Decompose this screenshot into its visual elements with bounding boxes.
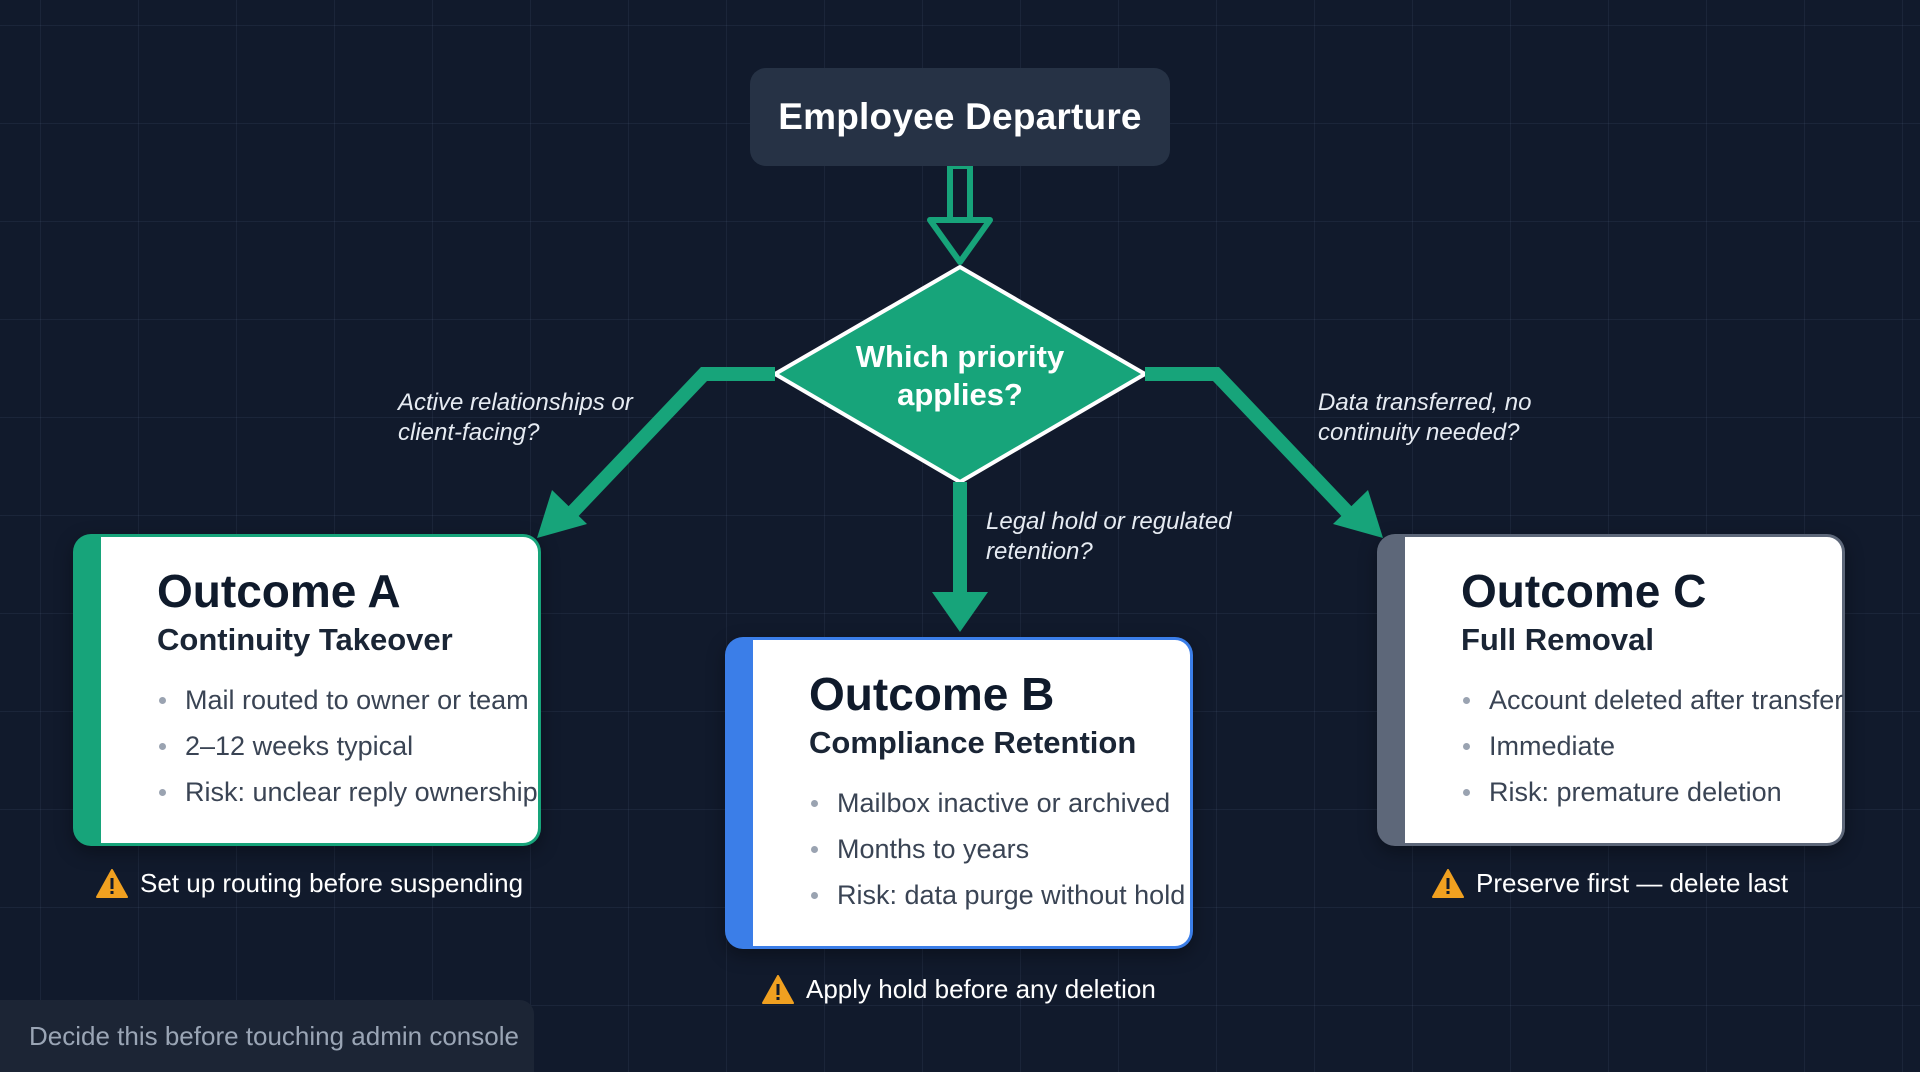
outcome-b-card: Outcome B Compliance Retention Mailbox i… bbox=[725, 637, 1193, 949]
outcome-a-subtitle: Continuity Takeover bbox=[157, 622, 453, 657]
list-item: Months to years bbox=[809, 826, 1166, 872]
list-item: 2–12 weeks typical bbox=[157, 723, 514, 769]
list-item: Risk: data purge without hold bbox=[809, 872, 1185, 918]
outcome-b-subtitle: Compliance Retention bbox=[809, 725, 1137, 760]
list-item: Risk: unclear reply ownership bbox=[157, 769, 538, 815]
outcome-c-subtitle: Full Removal bbox=[1461, 622, 1654, 657]
outcome-a-list: Mail routed to owner or team 2–12 weeks … bbox=[157, 677, 538, 815]
list-item: Account deleted after transfer bbox=[1461, 677, 1843, 723]
outcome-a-warning: Set up routing before suspending bbox=[96, 868, 523, 899]
list-item: Mailbox inactive or archived bbox=[809, 780, 1170, 826]
left-branch-arrowhead bbox=[537, 490, 587, 538]
branch-label-left: Active relationships or client-facing? bbox=[398, 389, 633, 446]
warning-text: Set up routing before suspending bbox=[140, 868, 524, 898]
outcome-b-warning: Apply hold before any deletion bbox=[762, 974, 1156, 1005]
branch-label-right: Data transferred, no continuity needed? bbox=[1318, 389, 1532, 446]
decision-question: Which priority applies? bbox=[855, 339, 1065, 412]
middle-branch-arrowhead bbox=[932, 592, 988, 632]
footer-note-text: Decide this before touching admin consol… bbox=[29, 1020, 519, 1051]
branch-label-middle: Legal hold or regulated retention? bbox=[986, 508, 1232, 565]
right-branch-line bbox=[1145, 367, 1359, 523]
list-item: Mail routed to owner or team bbox=[157, 677, 529, 723]
warning-icon bbox=[1432, 869, 1464, 898]
outcome-c-card: Outcome C Full Removal Account deleted a… bbox=[1377, 534, 1845, 846]
outcome-b-list: Mailbox inactive or archived Months to y… bbox=[809, 780, 1185, 918]
outcome-c-warning: Preserve first — delete last bbox=[1432, 868, 1788, 899]
outcome-b-title: Outcome B bbox=[809, 668, 1055, 720]
list-item: Immediate bbox=[1461, 723, 1818, 769]
warning-text: Apply hold before any deletion bbox=[806, 974, 1156, 1004]
list-item: Risk: premature deletion bbox=[1461, 769, 1818, 815]
outcome-a-title: Outcome A bbox=[157, 565, 401, 617]
outcome-c-title: Outcome C bbox=[1461, 565, 1707, 617]
outcome-c-list: Account deleted after transfer Immediate… bbox=[1461, 677, 1843, 815]
left-branch-line bbox=[561, 367, 775, 523]
warning-text: Preserve first — delete last bbox=[1476, 868, 1789, 898]
warning-icon bbox=[96, 869, 128, 898]
right-branch-arrowhead bbox=[1333, 490, 1383, 538]
footer-note: Decide this before touching admin consol… bbox=[0, 1000, 534, 1072]
start-to-decision-arrow bbox=[927, 163, 993, 265]
outcome-a-card: Outcome A Continuity Takeover Mail route… bbox=[73, 534, 541, 846]
warning-icon bbox=[762, 975, 794, 1004]
start-node-employee-departure: Employee Departure bbox=[750, 68, 1170, 166]
